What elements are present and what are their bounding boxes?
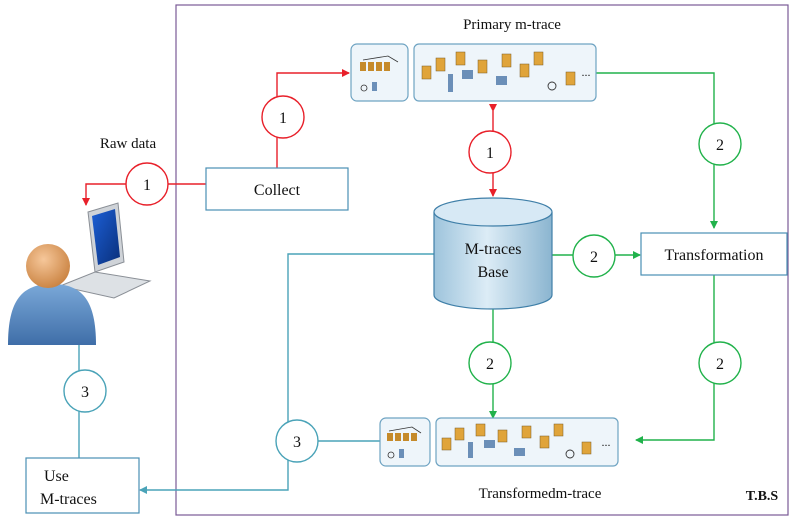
tbs-label: T.B.S — [746, 489, 779, 504]
use-box — [25, 457, 140, 514]
collect-box — [205, 167, 349, 211]
transformed-trace-label: Transformedm-trace — [479, 486, 602, 502]
transformed-model-icon — [379, 417, 431, 467]
transformation-label: Transformation — [665, 247, 764, 264]
step-circle-base-transformed: 2 — [468, 341, 512, 385]
transformed-trace-strip — [435, 417, 619, 467]
svg-text:1: 1 — [143, 177, 151, 194]
svg-text:2: 2 — [590, 249, 598, 266]
step-circle-transform-transformed: 2 — [698, 341, 742, 385]
arrow-base-to-use — [139, 253, 434, 494]
primary-trace-label: Primary m-trace — [463, 17, 561, 33]
transformation-box — [640, 232, 788, 276]
svg-text:3: 3 — [293, 434, 301, 451]
base-label-line2: Base — [477, 264, 508, 281]
svg-text:2: 2 — [716, 356, 724, 373]
step-circle-collect-primary: 1 — [261, 95, 305, 139]
base-label-line1: M-traces — [465, 241, 522, 258]
mtraces-base-cylinder — [433, 197, 553, 310]
step-circle-primary-transform: 2 — [698, 122, 742, 166]
step-circle-use-user: 3 — [63, 369, 107, 413]
user-laptop-icon — [8, 202, 152, 345]
svg-text:2: 2 — [716, 137, 724, 154]
collect-label: Collect — [254, 182, 301, 199]
transformed-trace-ellipsis: ... — [602, 435, 611, 449]
svg-text:2: 2 — [486, 356, 494, 373]
arrow-transformation-to-transformed — [635, 275, 715, 444]
step-circle-transformed-use: 3 — [275, 419, 319, 463]
step-circle-base-transform: 2 — [572, 234, 616, 278]
step-circle-collect-user: 1 — [125, 162, 169, 206]
tbs-frame — [175, 4, 789, 516]
primary-model-icon — [350, 43, 409, 102]
svg-text:3: 3 — [81, 384, 89, 401]
step-circle-primary-base: 1 — [468, 130, 512, 174]
raw-data-label: Raw data — [100, 136, 157, 152]
primary-trace-strip — [413, 43, 597, 102]
svg-text:1: 1 — [279, 110, 287, 127]
svg-text:1: 1 — [486, 145, 494, 162]
use-label-line2: M-traces — [40, 491, 97, 508]
use-label-line1: Use — [44, 468, 69, 485]
arrow-primary-to-transformation — [596, 72, 718, 229]
primary-trace-ellipsis: ... — [582, 65, 591, 79]
